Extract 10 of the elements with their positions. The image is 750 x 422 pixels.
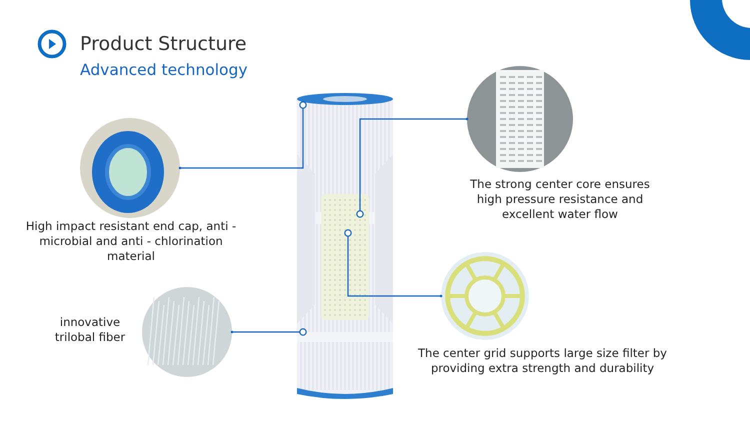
- leader-line: [356, 118, 468, 218]
- title: Product Structure: [80, 33, 247, 55]
- leader-line: [230, 328, 307, 336]
- node-label: High impact resistant end cap, anti - microbial and anti - chlorination material: [24, 219, 238, 264]
- subtitle: Advanced technology: [80, 61, 248, 79]
- node-label: The strong center core ensures high pressure resistance and excellent water flow: [469, 177, 651, 222]
- node-label: The center grid supports large size filter by providing extra strength and durability: [417, 346, 668, 376]
- leader-line: [178, 101, 307, 170]
- node-label: innovative trilobal fiber: [54, 315, 126, 345]
- leader-line: [344, 229, 442, 298]
